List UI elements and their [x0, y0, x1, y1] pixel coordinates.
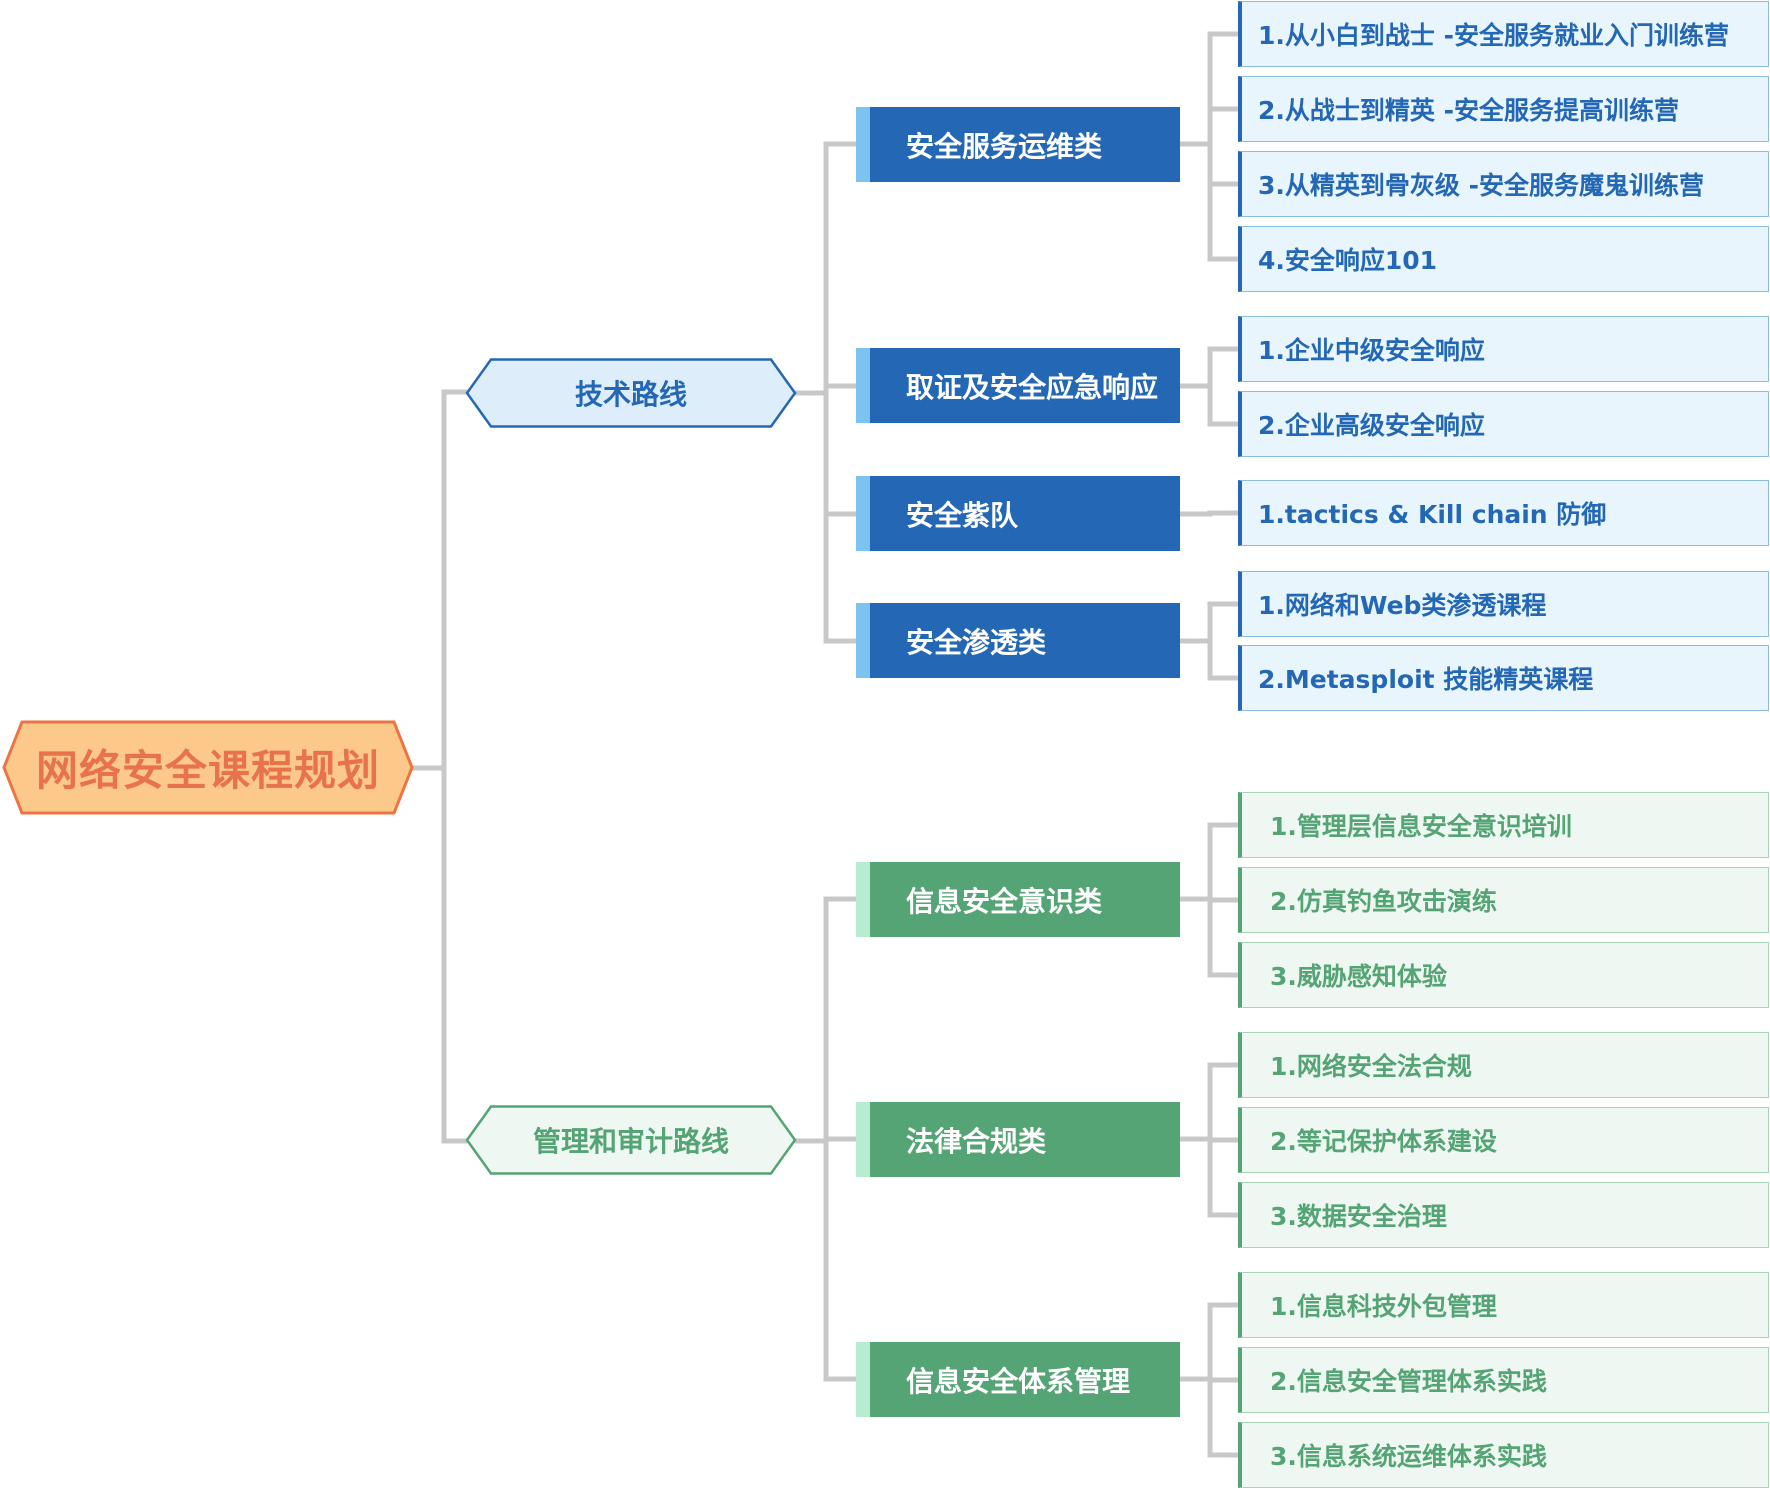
category-label: 安全渗透类 [906, 625, 1047, 659]
leaf-label: 2.从战士到精英 -安全服务提高训练营 [1258, 96, 1679, 125]
leaf-course: 3.从精英到骨灰级 -安全服务魔鬼训练营 [1238, 151, 1769, 217]
category-security-ops: 安全服务运维类 [856, 107, 1180, 182]
category-label: 信息安全意识类 [906, 884, 1103, 918]
leaf-label: 2.Metasploit 技能精英课程 [1258, 665, 1594, 694]
branch-tech-label: 技术路线 [574, 378, 687, 411]
root-hexagon-shape [2, 720, 414, 815]
leaf-course: 1.网络和Web类渗透课程 [1238, 571, 1769, 637]
category-penetration: 安全渗透类 [856, 603, 1180, 678]
leaf-course: 2.Metasploit 技能精英课程 [1238, 645, 1769, 711]
leaf-label: 1.tactics & Kill chain 防御 [1258, 500, 1607, 529]
category-label: 信息安全体系管理 [906, 1364, 1131, 1398]
category-legal-compliance: 法律合规类 [856, 1102, 1180, 1177]
leaf-course: 2.从战士到精英 -安全服务提高训练营 [1238, 76, 1769, 142]
root-node: 网络安全课程规划 [2, 720, 414, 815]
branch-tech-hexagon-shape [465, 358, 797, 428]
category-isms: 信息安全体系管理 [856, 1342, 1180, 1417]
leaf-course: 1.信息科技外包管理 [1238, 1272, 1769, 1338]
category-label: 法律合规类 [906, 1124, 1047, 1158]
leaf-label: 1.网络安全法合规 [1270, 1052, 1472, 1081]
leaf-course: 2.仿真钓鱼攻击演练 [1238, 867, 1769, 933]
leaf-label: 1.网络和Web类渗透课程 [1258, 591, 1547, 620]
leaf-course: 1.tactics & Kill chain 防御 [1238, 480, 1769, 546]
branch-tech-route: 技术路线 [465, 358, 797, 428]
leaf-course: 3.数据安全治理 [1238, 1182, 1769, 1248]
branch-mgmt-label: 管理和审计路线 [532, 1125, 729, 1158]
leaf-course: 4.安全响应101 [1238, 226, 1769, 292]
leaf-course: 2.信息安全管理体系实践 [1238, 1347, 1769, 1413]
leaf-label: 1.企业中级安全响应 [1258, 336, 1485, 365]
leaf-label: 4.安全响应101 [1258, 246, 1438, 275]
category-label: 安全紫队 [906, 498, 1019, 532]
category-purple-team: 安全紫队 [856, 476, 1180, 551]
category-awareness: 信息安全意识类 [856, 862, 1180, 937]
leaf-course: 2.等记保护体系建设 [1238, 1107, 1769, 1173]
branch-mgmt-route: 管理和审计路线 [465, 1105, 797, 1175]
leaf-label: 3.数据安全治理 [1270, 1202, 1447, 1231]
leaf-label: 2.企业高级安全响应 [1258, 411, 1485, 440]
category-label: 安全服务运维类 [906, 129, 1103, 163]
leaf-course: 1.管理层信息安全意识培训 [1238, 792, 1769, 858]
leaf-label: 2.等记保护体系建设 [1270, 1127, 1497, 1156]
leaf-label: 3.威胁感知体验 [1270, 962, 1447, 991]
leaf-label: 1.管理层信息安全意识培训 [1270, 812, 1572, 841]
leaf-course: 1.网络安全法合规 [1238, 1032, 1769, 1098]
root-label: 网络安全课程规划 [35, 746, 380, 795]
leaf-label: 1.信息科技外包管理 [1270, 1292, 1497, 1321]
category-forensics-response: 取证及安全应急响应 [856, 348, 1180, 423]
leaf-course: 1.从小白到战士 -安全服务就业入门训练营 [1238, 1, 1769, 67]
leaf-label: 2.仿真钓鱼攻击演练 [1270, 887, 1497, 916]
leaf-course: 2.企业高级安全响应 [1238, 391, 1769, 457]
leaf-course: 3.威胁感知体验 [1238, 942, 1769, 1008]
category-label: 取证及安全应急响应 [906, 370, 1159, 404]
leaf-label: 3.信息系统运维体系实践 [1270, 1442, 1547, 1471]
leaf-label: 1.从小白到战士 -安全服务就业入门训练营 [1258, 21, 1729, 50]
branch-mgmt-hexagon-shape [465, 1105, 797, 1175]
leaf-label: 3.从精英到骨灰级 -安全服务魔鬼训练营 [1258, 171, 1704, 200]
leaf-label: 2.信息安全管理体系实践 [1270, 1367, 1547, 1396]
leaf-course: 1.企业中级安全响应 [1238, 316, 1769, 382]
leaf-course: 3.信息系统运维体系实践 [1238, 1422, 1769, 1488]
